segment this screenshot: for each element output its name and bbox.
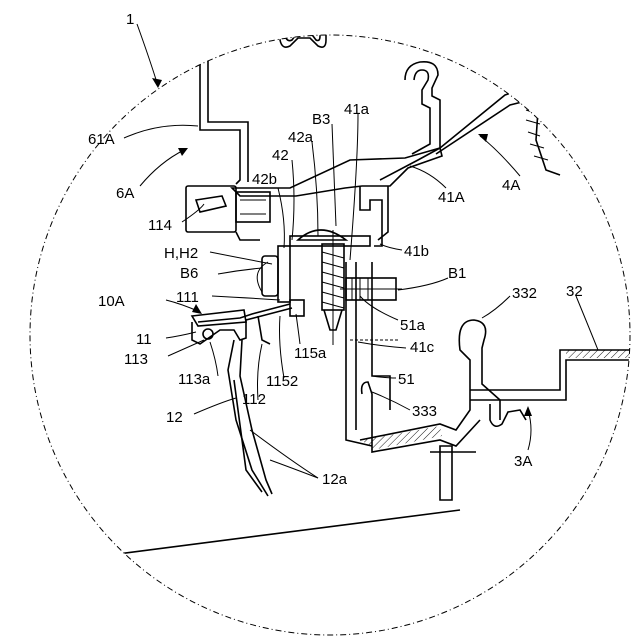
label-6A: 6A bbox=[116, 185, 134, 202]
label-H-H2: H,H2 bbox=[164, 245, 198, 262]
bolt-B1 bbox=[340, 278, 402, 300]
label-4A: 4A bbox=[502, 177, 520, 194]
bolt-B3 bbox=[298, 230, 346, 345]
member-51 bbox=[346, 262, 400, 446]
base-line bbox=[110, 510, 460, 555]
label-114: 114 bbox=[148, 217, 172, 234]
label-1152: 1152 bbox=[266, 373, 298, 390]
label-11: 11 bbox=[136, 331, 152, 348]
label-51: 51 bbox=[398, 371, 415, 388]
label-1: 1 bbox=[126, 11, 134, 28]
profile-4A bbox=[380, 62, 560, 180]
profile-41A bbox=[232, 148, 442, 246]
label-41c: 41c bbox=[410, 339, 435, 356]
label-41b: 41b bbox=[404, 243, 429, 260]
label-41A: 41A bbox=[438, 189, 465, 206]
label-42: 42 bbox=[272, 147, 289, 164]
bracket-42 bbox=[262, 236, 370, 316]
label-B1: B1 bbox=[448, 265, 466, 282]
label-42a: 42a bbox=[288, 129, 314, 146]
bracket-6A bbox=[186, 186, 270, 240]
label-332: 332 bbox=[512, 285, 537, 302]
top-clip bbox=[280, 30, 326, 47]
frame-61A bbox=[200, 30, 248, 184]
label-41a: 41a bbox=[344, 101, 370, 118]
label-111: 111 bbox=[176, 289, 199, 306]
label-B6: B6 bbox=[180, 265, 198, 282]
label-51a: 51a bbox=[400, 317, 426, 334]
label-3A: 3A bbox=[514, 453, 532, 470]
label-113a: 113a bbox=[178, 371, 211, 388]
label-12: 12 bbox=[166, 409, 183, 426]
label-333: 333 bbox=[412, 403, 437, 420]
label-61A: 61A bbox=[88, 131, 115, 148]
label-B3: B3 bbox=[312, 111, 330, 128]
label-42b: 42b bbox=[252, 171, 277, 188]
label-115a: 115a bbox=[294, 345, 327, 362]
labels: 1 61A 6A 114 B3 41a 42a 42 42b 4A 41A H,… bbox=[88, 11, 583, 488]
label-113: 113 bbox=[124, 351, 148, 368]
label-112: 112 bbox=[242, 391, 266, 408]
profile-3A bbox=[360, 320, 630, 500]
label-12a: 12a bbox=[322, 471, 348, 488]
label-32: 32 bbox=[566, 283, 583, 300]
label-10A: 10A bbox=[98, 293, 125, 310]
